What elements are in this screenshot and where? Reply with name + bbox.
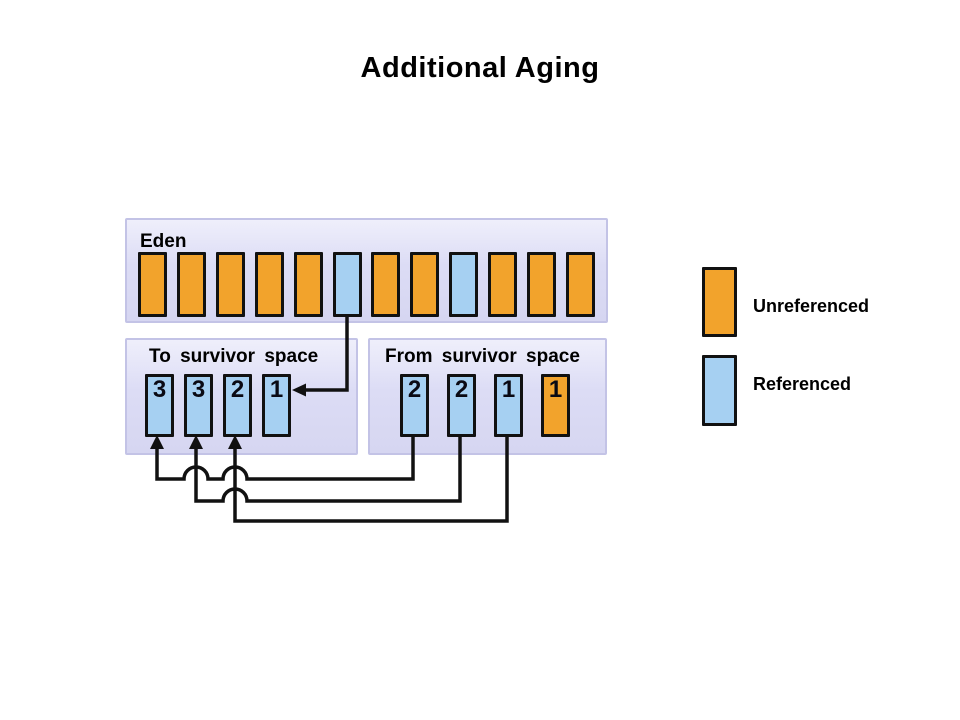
memory-cell-unreferenced <box>410 252 440 317</box>
eden-cells <box>138 252 595 317</box>
legend-swatch-unreferenced <box>702 267 737 337</box>
memory-cell-referenced: 1 <box>494 374 523 437</box>
memory-cell-referenced: 3 <box>184 374 213 437</box>
memory-cell-unreferenced <box>215 252 245 317</box>
memory-cell-referenced: 2 <box>447 374 476 437</box>
memory-cell-referenced: 1 <box>262 374 291 437</box>
memory-cell-unreferenced <box>138 252 167 317</box>
memory-cell-referenced: 2 <box>223 374 252 437</box>
legend-label-unreferenced: Unreferenced <box>753 296 870 316</box>
memory-cell-unreferenced <box>565 252 595 317</box>
memory-cell-referenced <box>332 252 362 317</box>
eden-region: Eden <box>125 218 608 323</box>
memory-cell-unreferenced <box>488 252 518 317</box>
memory-cell-unreferenced <box>176 252 206 317</box>
memory-cell-unreferenced: 1 <box>541 374 570 437</box>
to-survivor-label: To survivor space <box>149 346 319 367</box>
memory-cell-unreferenced <box>293 252 323 317</box>
from-survivor-label: From survivor space <box>385 346 580 367</box>
memory-cell-referenced: 3 <box>145 374 174 437</box>
legend-label-referenced: Referenced <box>753 374 852 394</box>
eden-label: Eden <box>140 231 187 252</box>
memory-cell-unreferenced <box>371 252 401 317</box>
memory-cell-unreferenced <box>254 252 284 317</box>
legend-swatch-referenced <box>702 355 737 426</box>
memory-cell-referenced: 2 <box>400 374 429 437</box>
slide-title: Additional Aging <box>360 52 600 84</box>
memory-cell-referenced <box>449 252 479 317</box>
memory-cell-unreferenced <box>527 252 557 317</box>
